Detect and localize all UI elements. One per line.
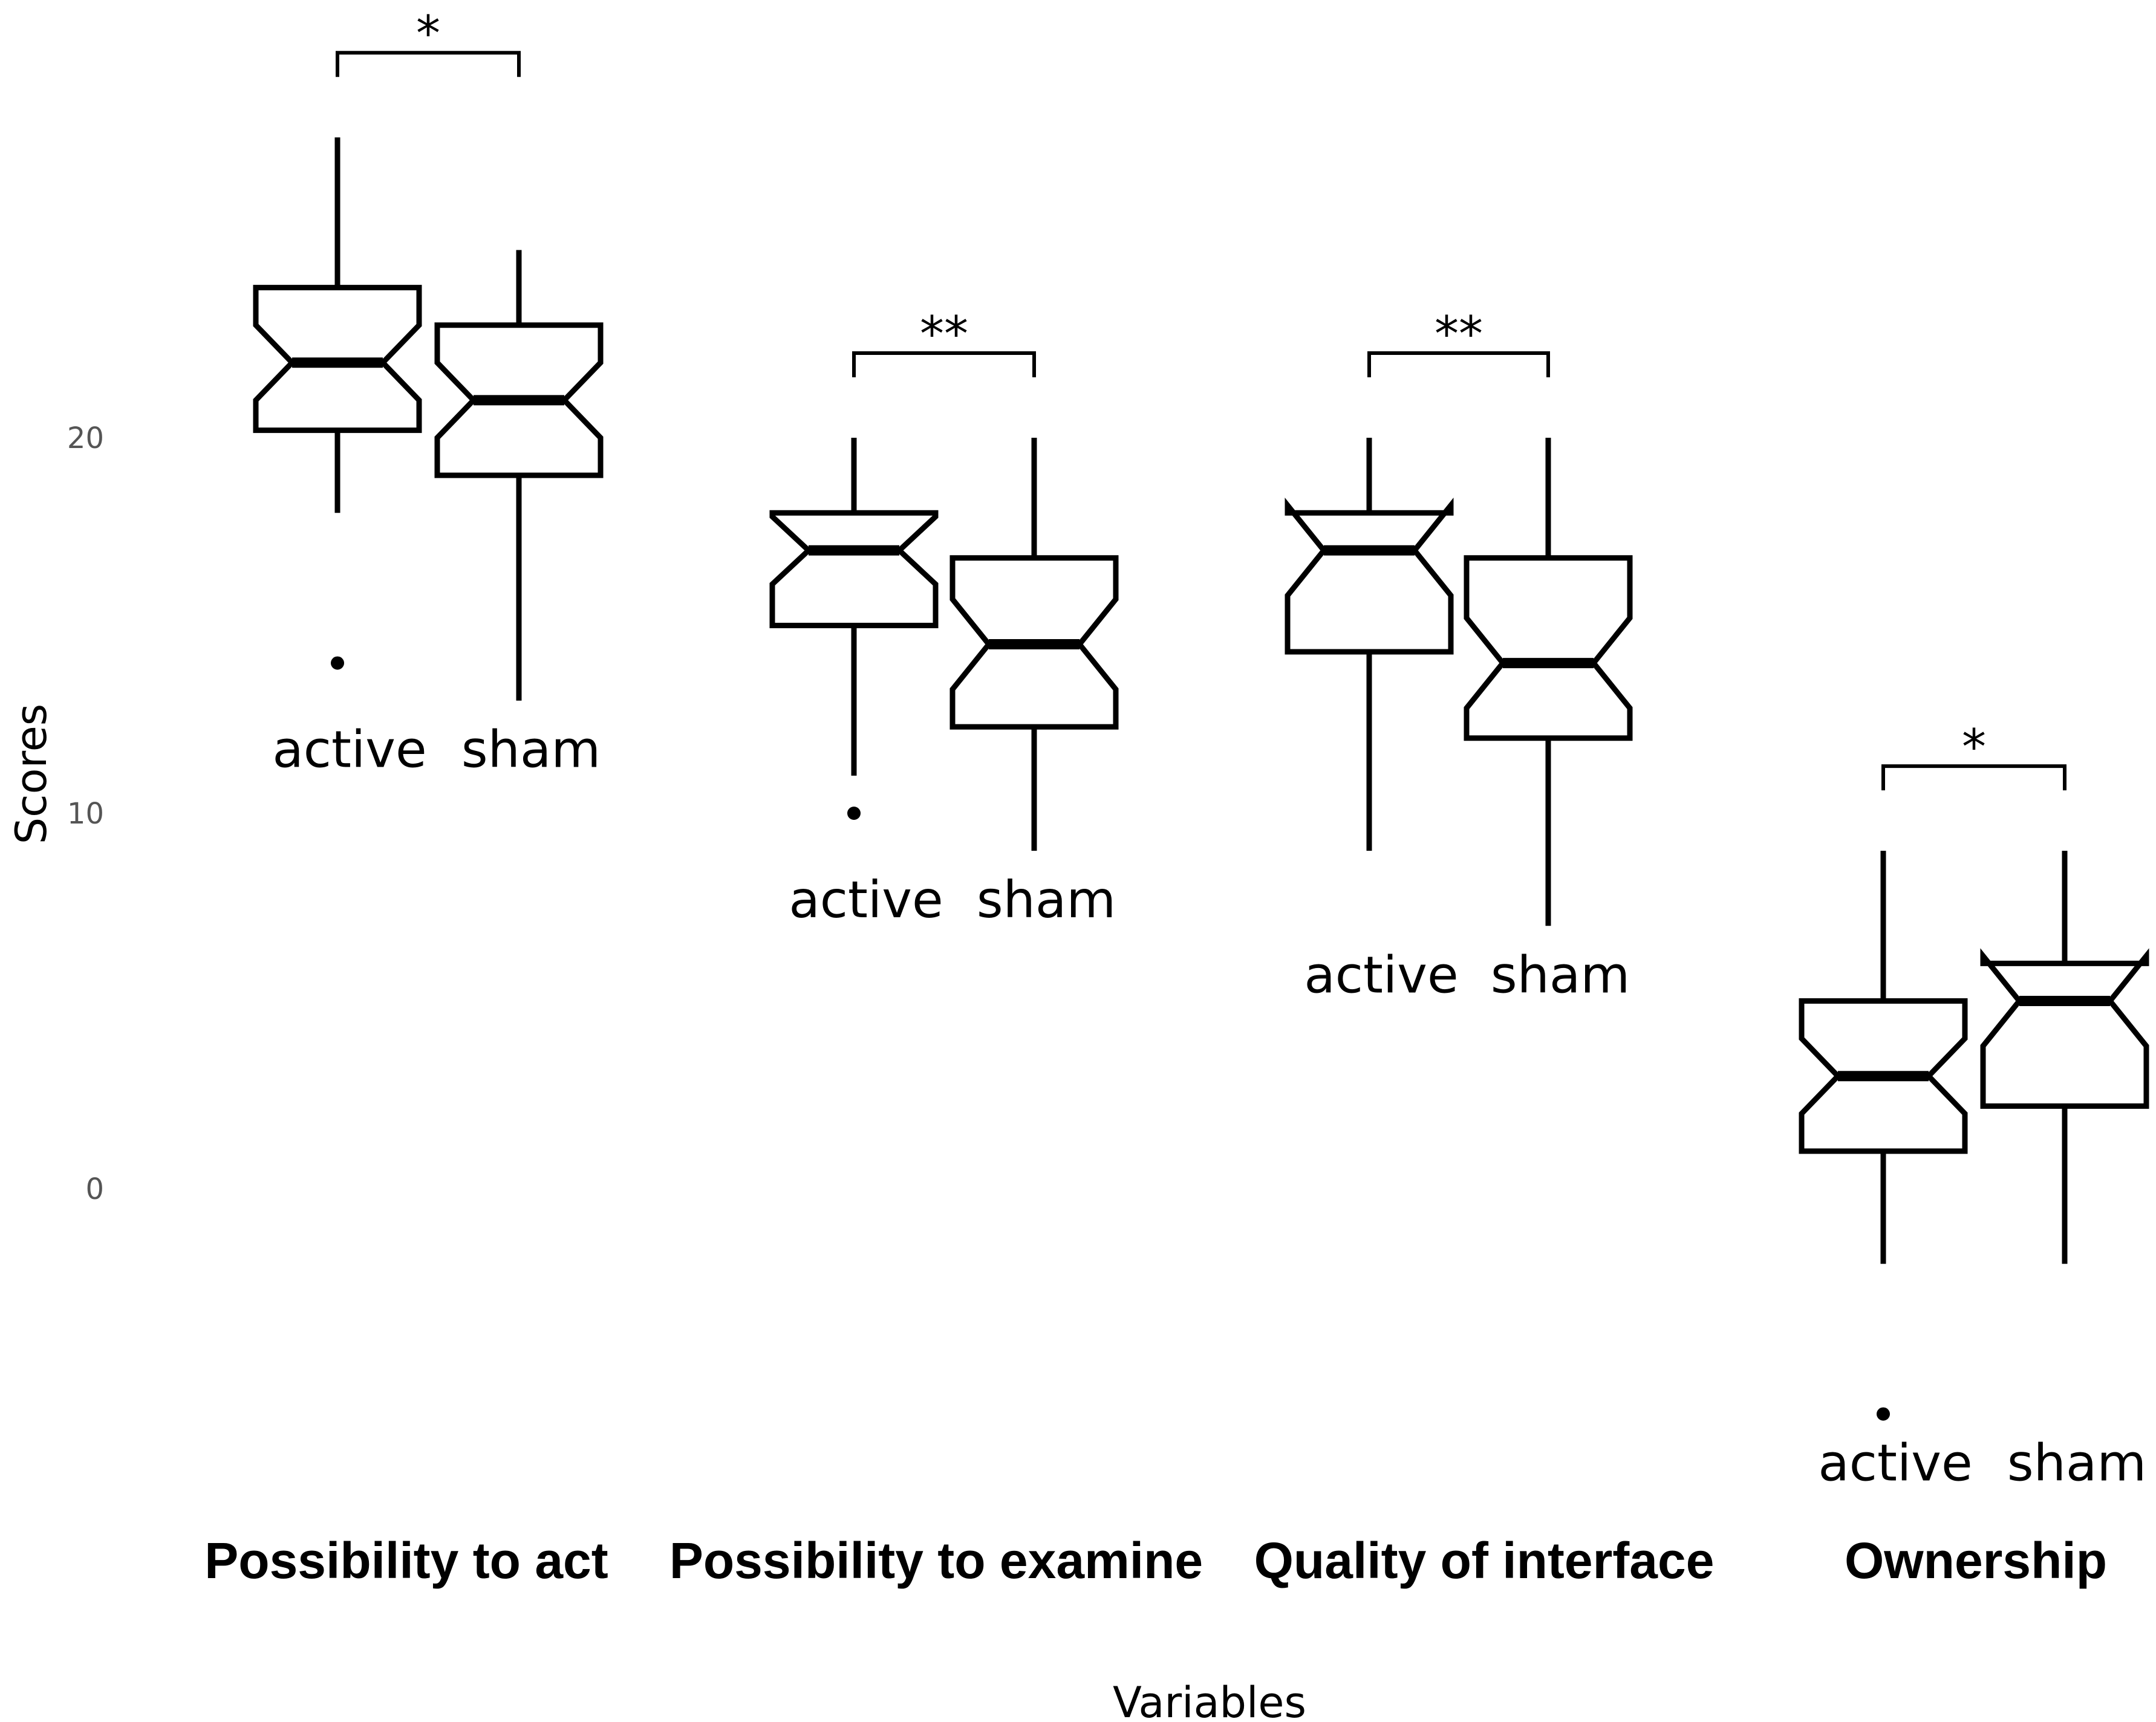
significance-marker: **: [920, 306, 968, 362]
x-tick-label: Possibility to examine: [669, 1532, 1203, 1589]
condition-label: sham: [2007, 1434, 2146, 1493]
condition-label: sham: [1491, 945, 1630, 1004]
notched-box: [769, 510, 939, 628]
significance-marker: **: [1435, 306, 1483, 362]
significance-bracket: [1367, 351, 1550, 377]
condition-label: active: [272, 720, 426, 779]
y-tick-label: 0: [85, 1172, 104, 1206]
y-tick-label: 10: [67, 797, 104, 831]
outlier-point: [331, 656, 344, 670]
condition-label: active: [1818, 1434, 1972, 1493]
outlier-point: [1877, 1407, 1890, 1421]
x-tick-label: Possibility to act: [204, 1532, 608, 1589]
significance-bracket: [852, 351, 1036, 377]
x-axis-title: Variables: [1113, 1678, 1306, 1722]
y-axis-title: Scores: [7, 704, 56, 845]
condition-label: active: [1304, 945, 1458, 1004]
significance-bracket: [1881, 764, 2066, 791]
condition-label: active: [789, 870, 943, 929]
condition-label: sham: [461, 720, 601, 779]
significance-marker: *: [1962, 719, 1986, 775]
notched-box: [1980, 948, 2149, 1109]
notched-box: [1285, 498, 1454, 655]
condition-label: sham: [977, 870, 1116, 929]
y-tick-label: 20: [67, 421, 104, 455]
x-tick-label: Quality of interface: [1254, 1532, 1715, 1589]
significance-bracket: [336, 51, 521, 77]
y-axis-ticks: 0 10 20: [67, 421, 104, 1206]
notched-box: [1464, 555, 1633, 741]
significance-marker: *: [416, 5, 440, 62]
outlier-point: [847, 807, 861, 820]
x-tick-label: Ownership: [1845, 1532, 2107, 1589]
